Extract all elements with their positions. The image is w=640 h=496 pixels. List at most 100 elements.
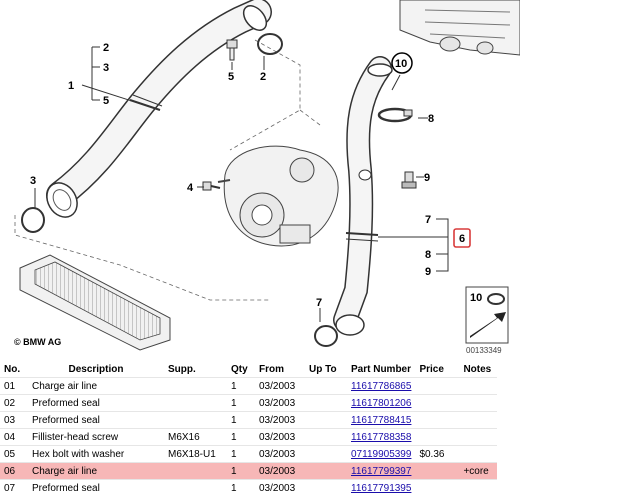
cell-qty: 1	[227, 412, 255, 429]
seal-left	[22, 208, 44, 232]
cell-no: 06	[0, 463, 28, 480]
col-header-supp: Supp.	[164, 361, 227, 378]
part-number-link[interactable]: 11617786865	[351, 381, 411, 392]
cell-from: 03/2003	[255, 463, 305, 480]
sensor-icon	[402, 172, 416, 188]
cell-notes	[459, 412, 497, 429]
col-header-qty: Qty	[227, 361, 255, 378]
table-row[interactable]: 05 Hex bolt with washer M6X18-U1 1 03/20…	[0, 446, 497, 463]
cell-notes	[459, 480, 497, 496]
col-header-price: Price	[415, 361, 459, 378]
col-header-part-number: Part Number	[347, 361, 415, 378]
bolt-icon	[227, 40, 237, 60]
cell-upto	[305, 429, 347, 446]
cell-qty: 1	[227, 395, 255, 412]
engine-block	[400, 0, 520, 55]
cell-description: Fillister-head screw	[28, 429, 164, 446]
callout-8[interactable]: 8	[425, 249, 431, 261]
cell-description: Hex bolt with washer	[28, 446, 164, 463]
cell-description: Charge air line	[28, 463, 164, 480]
cell-notes	[459, 395, 497, 412]
col-header-upto: Up To	[305, 361, 347, 378]
col-header-from: From	[255, 361, 305, 378]
charge-air-line-right	[336, 64, 392, 335]
table-row[interactable]: 03 Preformed seal 1 03/2003 11617788415	[0, 412, 497, 429]
cell-supp	[164, 412, 227, 429]
part-number-link[interactable]: 11617788358	[351, 432, 411, 443]
callout-7[interactable]: 7	[316, 297, 322, 309]
cell-from: 03/2003	[255, 378, 305, 395]
cell-description: Preformed seal	[28, 412, 164, 429]
inset-box: 10	[466, 287, 508, 343]
cell-supp	[164, 480, 227, 496]
cell-no: 02	[0, 395, 28, 412]
callout-3[interactable]: 3	[103, 62, 109, 74]
callout-10[interactable]: 10	[395, 58, 407, 70]
table-row[interactable]: 04 Fillister-head screw M6X16 1 03/2003 …	[0, 429, 497, 446]
callout-8[interactable]: 8	[428, 113, 434, 125]
inset-callout-10[interactable]: 10	[470, 292, 482, 304]
cell-upto	[305, 446, 347, 463]
callout-5[interactable]: 5	[103, 95, 109, 107]
table-row-highlighted[interactable]: 06 Charge air line 1 03/2003 11617799397…	[0, 463, 497, 480]
cell-upto	[305, 480, 347, 496]
cell-supp: M6X16	[164, 429, 227, 446]
cell-description: Charge air line	[28, 378, 164, 395]
part-number-link[interactable]: 11617801206	[351, 398, 411, 409]
part-number-link[interactable]: 11617791395	[351, 483, 411, 494]
cell-upto	[305, 463, 347, 480]
cell-supp	[164, 378, 227, 395]
cell-description: Preformed seal	[28, 395, 164, 412]
image-number: 00133349	[466, 346, 502, 355]
callout-9[interactable]: 9	[425, 266, 431, 278]
cell-supp	[164, 463, 227, 480]
cell-price	[415, 429, 459, 446]
col-header-description: Description	[28, 361, 164, 378]
callout-3[interactable]: 3	[30, 175, 36, 187]
cell-no: 05	[0, 446, 28, 463]
cell-from: 03/2003	[255, 446, 305, 463]
cell-upto	[305, 412, 347, 429]
cell-no: 04	[0, 429, 28, 446]
callout-5[interactable]: 5	[228, 71, 234, 83]
cell-no: 01	[0, 378, 28, 395]
cell-qty: 1	[227, 378, 255, 395]
seal-bottom	[315, 326, 337, 346]
cell-price	[415, 463, 459, 480]
cell-from: 03/2003	[255, 480, 305, 496]
cell-price	[415, 395, 459, 412]
parts-table: No. Description Supp. Qty From Up To Par…	[0, 361, 497, 496]
parts-diagram: 1 2 3 5 5 2 3 4 10 8 9 7 6 8 9 7 10 © BM…	[0, 0, 520, 358]
cell-qty: 1	[227, 480, 255, 496]
cell-upto	[305, 395, 347, 412]
callout-9[interactable]: 9	[424, 172, 430, 184]
cell-no: 03	[0, 412, 28, 429]
callout-4[interactable]: 4	[187, 182, 194, 194]
callout-1[interactable]: 1	[68, 80, 74, 92]
hose-clamp	[379, 109, 412, 121]
cell-supp: M6X18-U1	[164, 446, 227, 463]
cell-supp	[164, 395, 227, 412]
table-row[interactable]: 01 Charge air line 1 03/2003 11617786865	[0, 378, 497, 395]
cell-no: 07	[0, 480, 28, 496]
part-number-link[interactable]: 11617799397	[351, 466, 411, 477]
cell-notes	[459, 429, 497, 446]
cell-notes: +core	[459, 463, 497, 480]
col-header-notes: Notes	[459, 361, 497, 378]
copyright-text: © BMW AG	[14, 337, 61, 347]
callout-7[interactable]: 7	[425, 214, 431, 226]
callout-2[interactable]: 2	[103, 42, 109, 54]
cell-qty: 1	[227, 429, 255, 446]
cell-from: 03/2003	[255, 412, 305, 429]
part-number-link[interactable]: 11617788415	[351, 415, 411, 426]
table-row[interactable]: 07 Preformed seal 1 03/2003 11617791395	[0, 480, 497, 496]
cell-notes	[459, 378, 497, 395]
col-header-no: No.	[0, 361, 28, 378]
cell-from: 03/2003	[255, 395, 305, 412]
callout-2[interactable]: 2	[260, 71, 266, 83]
cell-price	[415, 412, 459, 429]
callout-6[interactable]: 6	[459, 233, 465, 245]
part-number-link[interactable]: 07119905399	[351, 449, 411, 460]
table-row[interactable]: 02 Preformed seal 1 03/2003 11617801206	[0, 395, 497, 412]
screw-icon	[203, 182, 220, 190]
